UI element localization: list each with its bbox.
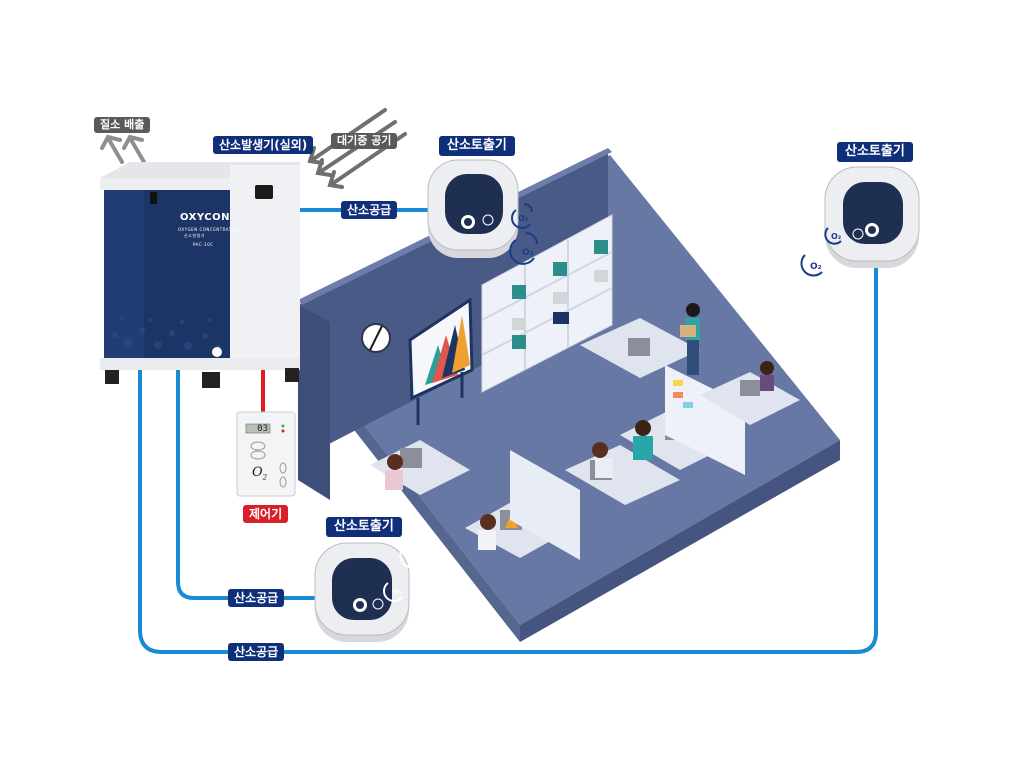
controller-o2-symbol: O2 [252,465,267,482]
o2-badge-right-1: O₂ [831,232,842,241]
generator-brand: OXYCON [180,212,230,223]
generator-subtitle-2: 산소발생기 [184,233,205,238]
oxygen-generator [100,162,300,388]
oxygen-outlet-top-label: 산소토출기 [439,136,515,156]
oxygen-outlet-top [427,159,519,258]
o2-badge-bottom-2: O₂ [393,588,403,596]
wall-clock [361,323,391,353]
oxygen-supply-middle-label: 산소공급 [228,589,285,607]
office-floor-edge-front [520,440,840,642]
partition-1 [510,450,580,560]
desk-1 [370,440,470,495]
presentation-board [408,297,474,425]
controller-display: 03 [257,424,268,434]
person-with-box [680,303,700,375]
generator-model: PAC-10C [193,242,214,247]
office-side-wall [298,305,330,500]
controller-label: 제어기 [243,505,289,523]
o2-badge-top-2: O₂ [522,248,534,258]
oxygen-outlet-right-label: 산소토출기 [837,142,913,162]
bookshelf [481,214,613,393]
atmospheric-air-label: 대기중 공기 [331,133,398,149]
supply-line-middle [176,365,322,600]
o2-badge-bottom-1: O₂ [410,555,422,565]
controller-o2-letter: O [252,465,263,480]
oxygen-generator-outdoor-label: 산소발생기(실외) [213,136,314,154]
nitrogen-exhaust-arrows [100,134,146,164]
oxygen-outlet-bottom [314,542,410,642]
supply-line-bottom [138,262,878,654]
desk-3 [565,442,680,505]
generator-subtitle-1: OXYGEN CONCENTRATOR [178,227,239,232]
oxygen-outlet-bottom-label: 산소토출기 [326,517,402,537]
office-back-wall [298,152,608,460]
controller-o2-subscript: 2 [262,473,268,482]
partition-2 [665,365,745,475]
oxygen-supply-bottom-label: 산소공급 [228,643,285,661]
oxygen-supply-top-label: 산소공급 [341,201,398,219]
o2-badge-right-2: O₂ [810,262,822,272]
controller-device [236,411,296,497]
desk-5 [580,318,700,378]
oxygen-outlet-right [824,166,920,268]
nitrogen-exhaust-label: 질소 배출 [94,117,151,133]
o2-emission-icons [383,203,842,602]
o2-badge-top-1: O₂ [518,214,529,223]
desk-6 [700,361,800,425]
